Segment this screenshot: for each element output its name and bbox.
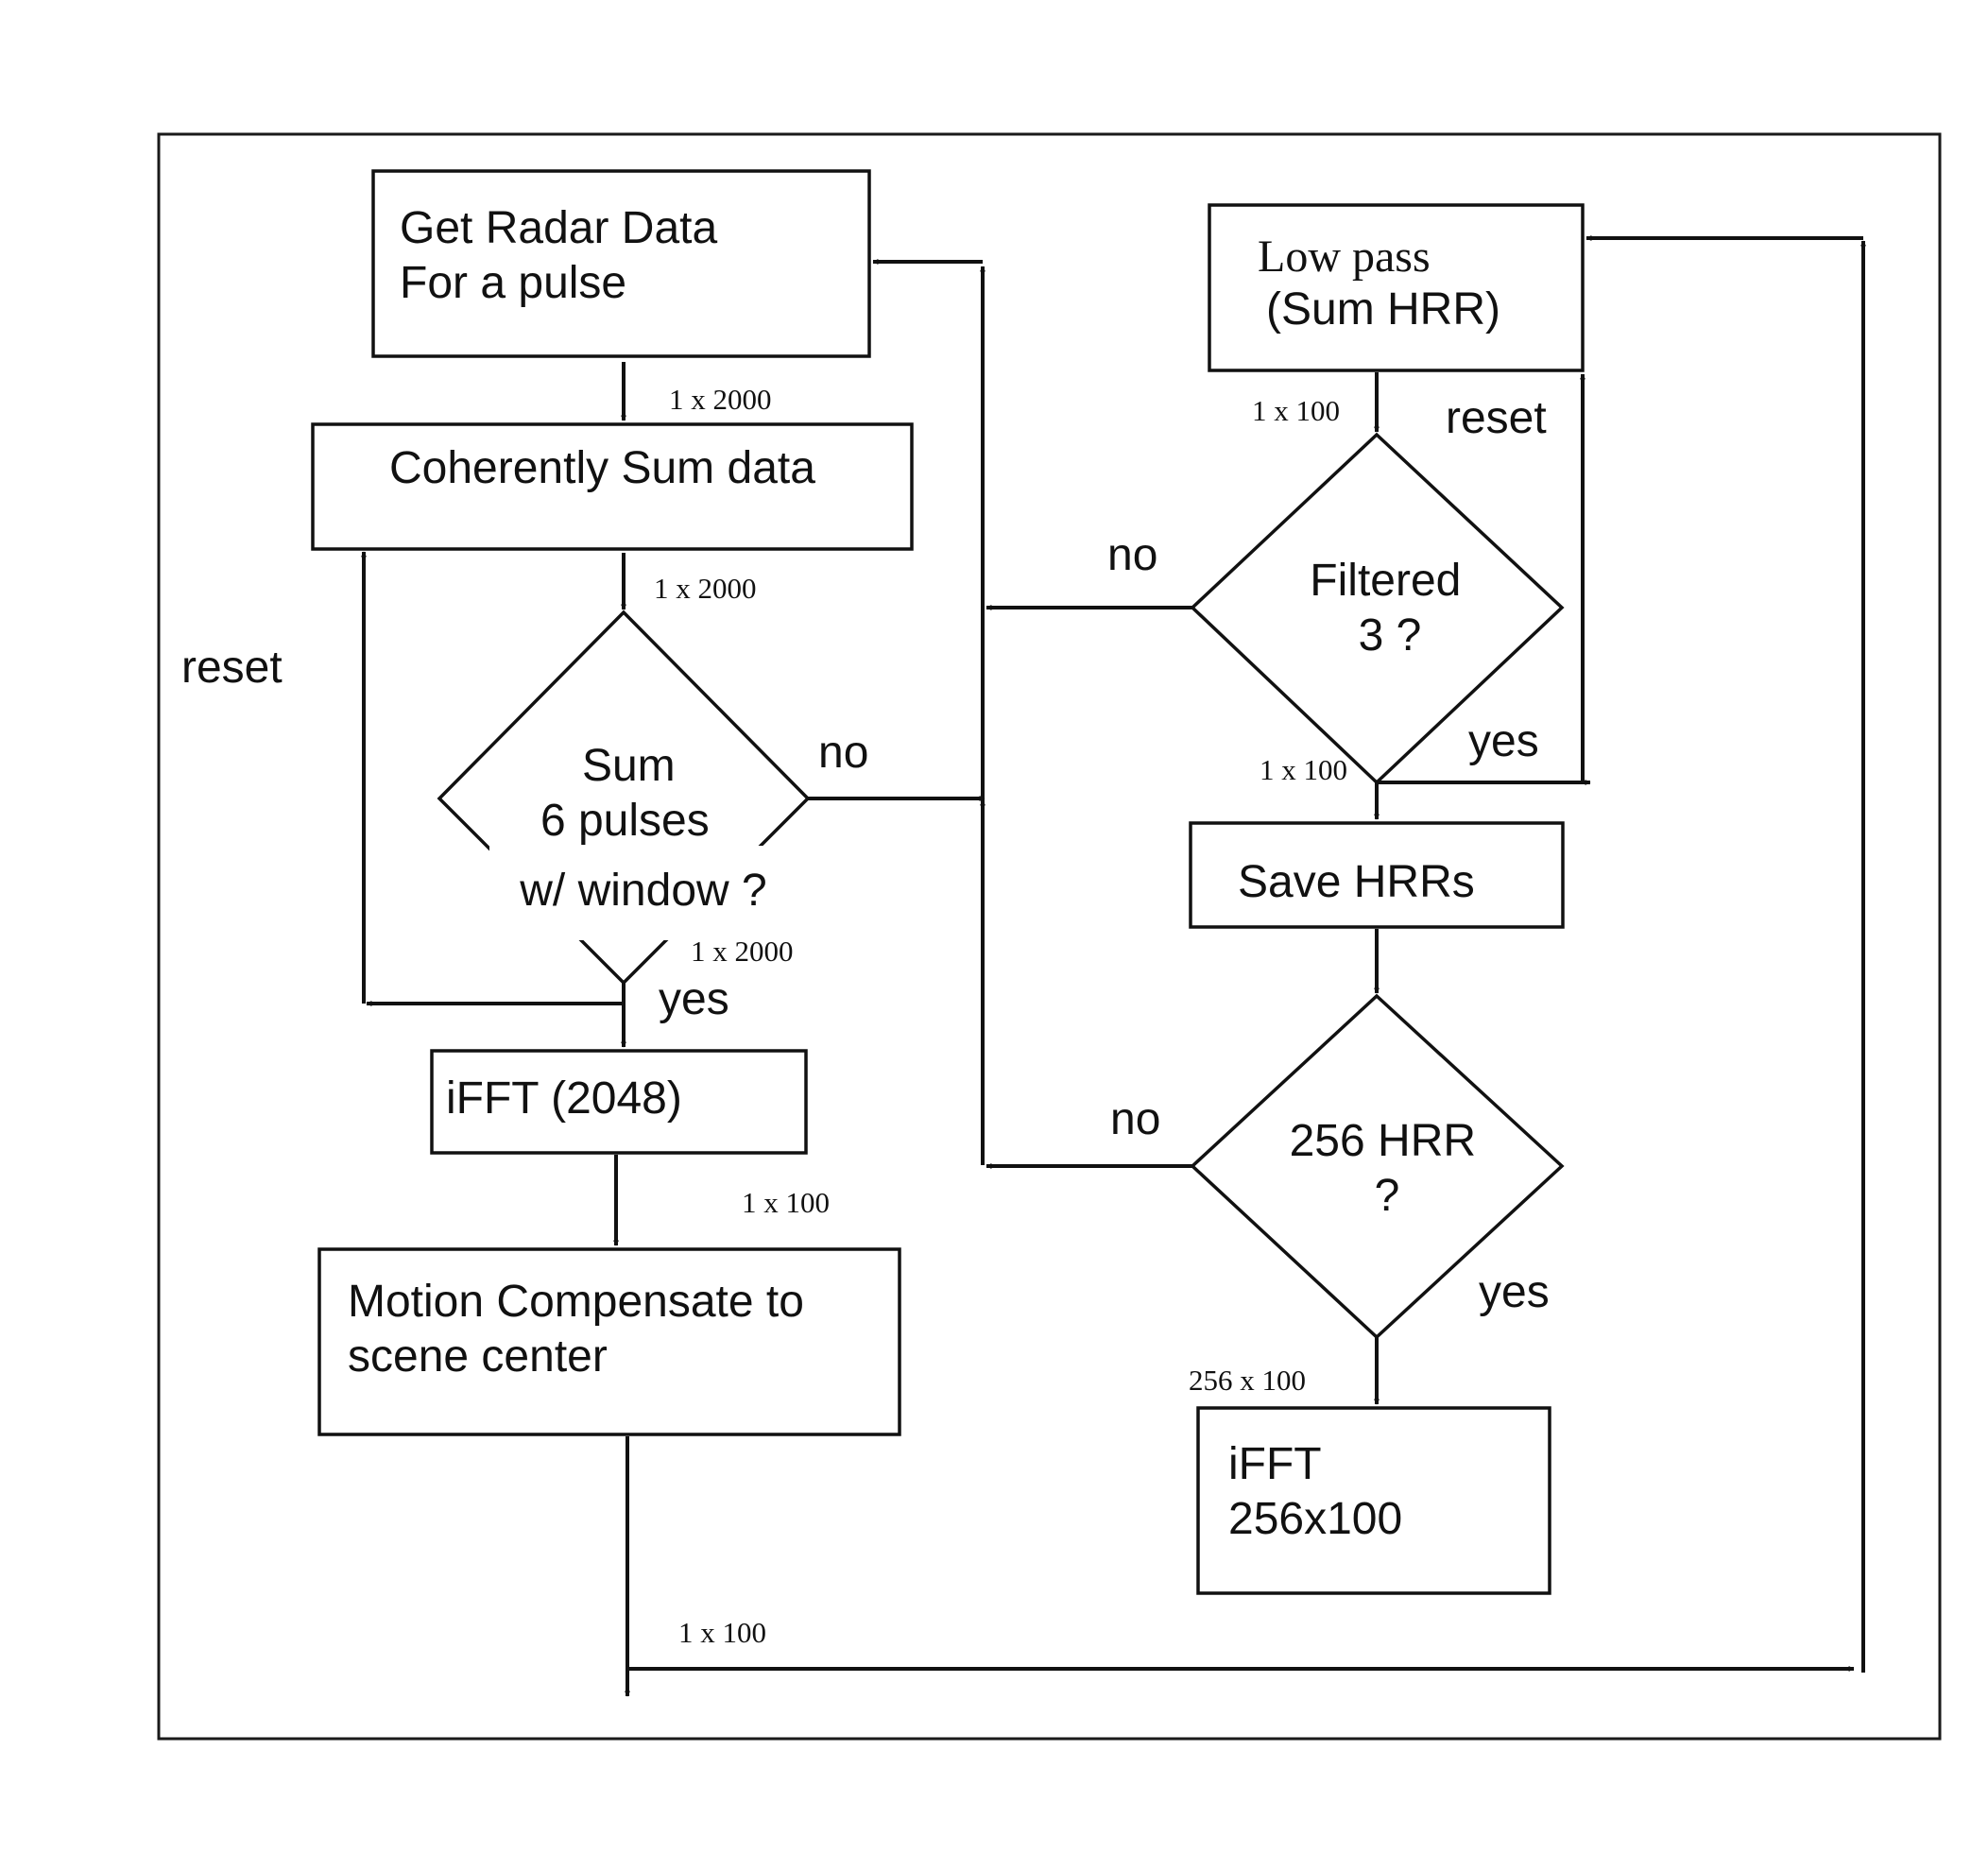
get-radar-data-box <box>371 169 871 358</box>
filtered-yes-label: yes <box>1468 716 1539 766</box>
ifft-256x100-label: iFFT 256x100 <box>1228 1439 1402 1544</box>
save-hrrs-label: Save HRRs <box>1238 857 1475 907</box>
filtered-label: Filtered 3 ? <box>1310 556 1473 661</box>
motion-compensate-box <box>317 1247 901 1436</box>
dim-sum-out: 1 x 2000 <box>654 572 757 605</box>
ifft-2048-label: iFFT (2048) <box>446 1073 682 1124</box>
low-pass-label-line1: Low pass <box>1258 232 1431 282</box>
sum-yes-label: yes <box>659 974 729 1024</box>
dim-hrr-out: 256 x 100 <box>1189 1364 1306 1397</box>
reset-left-label: reset <box>181 643 283 693</box>
dim-ifft-out: 1 x 100 <box>742 1186 830 1219</box>
256hrr-yes-label: yes <box>1479 1267 1550 1317</box>
256hrr-no-label: no <box>1110 1094 1160 1144</box>
filtered-no-label: no <box>1107 530 1157 580</box>
dim-lowpass-out: 1 x 100 <box>1252 394 1340 427</box>
get-radar-data-label: Get Radar Data For a pulse <box>400 203 730 308</box>
ifft-256x100-box <box>1196 1406 1551 1595</box>
reset-right-label: reset <box>1446 393 1547 443</box>
ifft-2048-box <box>430 1049 808 1155</box>
dim-decision-out: 1 x 2000 <box>691 935 794 968</box>
256-hrr-label: 256 HRR ? <box>1290 1116 1489 1221</box>
dim-motion-out: 1 x 100 <box>678 1616 766 1649</box>
decision-text-backdrop <box>489 846 763 940</box>
motion-compensate-label: Motion Compensate to scene center <box>348 1277 816 1382</box>
dim-filtered-out: 1 x 100 <box>1260 753 1347 786</box>
sum-pulses-label: Sum 6 pulses w/ window ? <box>519 741 766 916</box>
low-pass-label-line2: (Sum HRR) <box>1266 284 1500 335</box>
coherently-sum-label: Coherently Sum data <box>389 443 815 493</box>
dim-radar-out: 1 x 2000 <box>669 383 772 416</box>
diagram-frame <box>157 132 1942 1741</box>
low-pass-box <box>1208 203 1585 372</box>
coherently-sum-box <box>311 422 914 551</box>
sum-no-label: no <box>818 728 868 778</box>
save-hrrs-box <box>1189 821 1565 929</box>
